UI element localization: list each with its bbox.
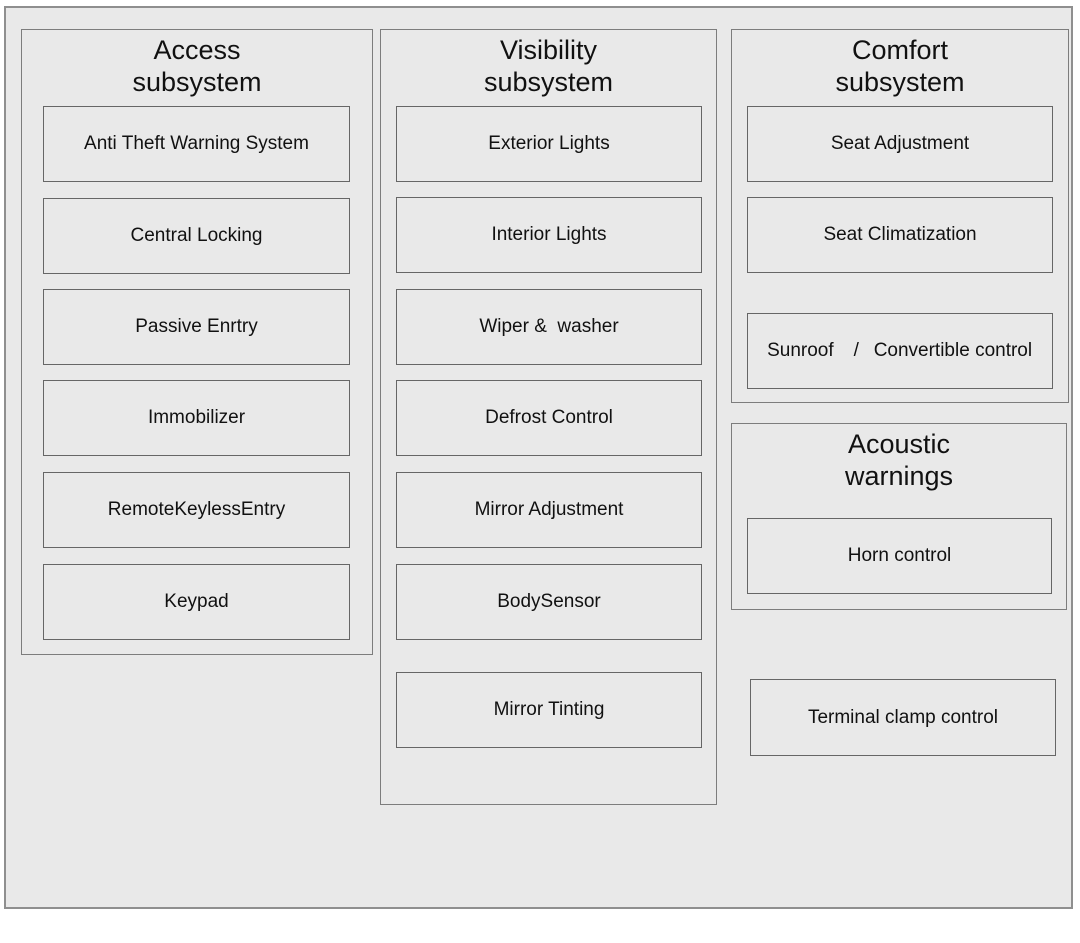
block-mirror-tinting: Mirror Tinting [396,672,702,748]
block-seat-adjustment: Seat Adjustment [747,106,1053,182]
block-keypad: Keypad [43,564,350,640]
block-label: Central Locking [130,225,263,246]
block-label: Mirror Tinting [493,699,605,720]
block-exterior-lights: Exterior Lights [396,106,702,182]
block-label: BodySensor [497,591,601,612]
block-horn-control: Horn control [747,518,1052,594]
block-wiper-and-washer: Wiper & washer [396,289,702,365]
block-label: Seat Climatization [823,224,977,245]
block-passive-entry: Passive Enrtry [43,289,350,365]
block-label: Seat Adjustment [830,133,970,154]
block-label: Terminal clamp control [807,706,999,728]
block-terminal-clamp-control: Terminal clamp control [750,679,1056,756]
block-seat-climatization: Seat Climatization [747,197,1053,273]
block-anti-theft-warning-system: Anti Theft Warning System [43,106,350,182]
comfort-subsystem-title: Comfort subsystem [835,35,965,97]
block-mirror-adjustment: Mirror Adjustment [396,472,702,548]
block-label: Mirror Adjustment [474,499,624,520]
block-label: Defrost Control [485,407,613,428]
block-sunroof-convertible-control: Sunroof / Convertible control [747,313,1053,389]
acoustic-warnings-title: Acoustic warnings [844,429,954,491]
convertible-control-label: Convertible control [873,339,1033,361]
block-label: Wiper & washer [479,316,619,337]
block-immobilizer: Immobilizer [43,380,350,456]
block-label: Anti Theft Warning System [84,133,309,154]
slash-separator: / [853,340,859,361]
sunroof-convertible-layout: Sunroof / Convertible control [767,339,1033,363]
block-label: Keypad [164,591,229,612]
sunroof-label: Sunroof [767,340,834,361]
block-label: Interior Lights [491,224,607,245]
block-label: Passive Enrtry [135,316,258,337]
visibility-subsystem-title: Visibility subsystem [483,35,614,97]
block-remote-keyless-entry: RemoteKeylessEntry [43,472,350,548]
block-defrost-control: Defrost Control [396,380,702,456]
block-interior-lights: Interior Lights [396,197,702,273]
block-body-sensor: BodySensor [396,564,702,640]
block-central-locking: Central Locking [43,198,350,274]
block-label: Exterior Lights [488,133,610,154]
block-label: Horn control [847,545,952,566]
block-label: RemoteKeylessEntry [107,499,286,520]
access-subsystem-title: Access subsystem [132,35,262,97]
block-label: Immobilizer [147,407,246,428]
